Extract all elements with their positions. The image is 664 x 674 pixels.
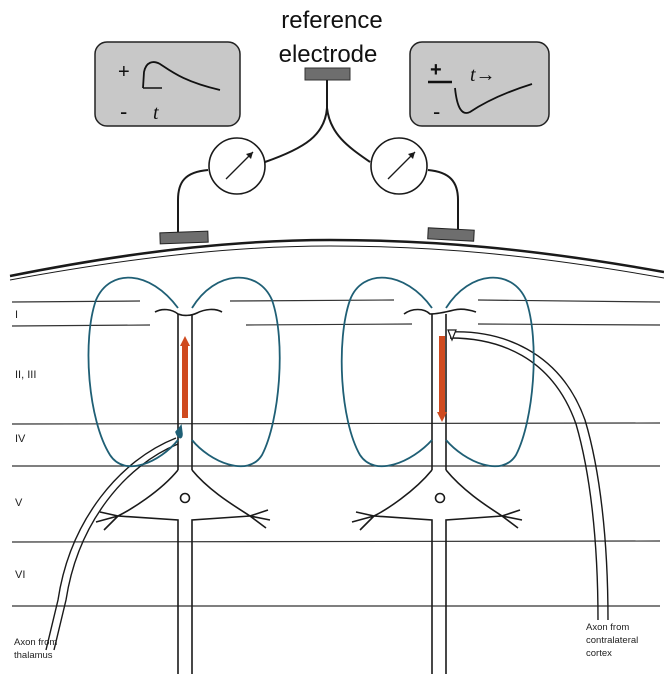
inset-right-plus: +	[430, 59, 442, 81]
field-right-outer-right	[445, 276, 535, 467]
scalp-electrode-left	[159, 230, 209, 245]
layer-label-vi: VI	[15, 569, 25, 581]
layer-labels: I II, III IV V VI	[15, 309, 36, 581]
field-lines	[87, 276, 535, 467]
inset-left-waveform	[142, 61, 221, 91]
neuron-left-soma	[117, 469, 251, 517]
inset-right-waveform	[454, 83, 533, 114]
axon-thalamus-inner	[53, 443, 179, 651]
axon-contralateral-line2: contralateral	[586, 635, 638, 646]
wire-ref-right	[326, 107, 371, 163]
contralateral-synapse	[447, 329, 457, 342]
layer-label-iv: IV	[15, 433, 26, 445]
meter-right-arrow-icon	[408, 152, 415, 159]
inset-right-time: t→	[470, 64, 496, 86]
field-right-outer-left	[340, 276, 433, 467]
axon-contralateral-line3: cortex	[586, 648, 612, 659]
inset-left: + - t	[94, 41, 241, 127]
neuron-right-apical-tuft	[403, 308, 477, 315]
axon-thalamus-label: Axon from thalamus	[14, 637, 57, 661]
neuron-left	[95, 308, 271, 674]
inset-left-time: t	[153, 102, 159, 124]
neuron-left-apical-tuft	[154, 308, 223, 317]
inset-left-plus: +	[118, 61, 130, 83]
axon-thalamus-line1: Axon from	[14, 637, 57, 648]
neuron-right-soma	[373, 469, 503, 517]
layer-label-i: I	[15, 309, 18, 321]
scalp-surface	[9, 238, 664, 278]
reference-label-line1: reference	[281, 7, 382, 34]
inset-right-box	[409, 41, 550, 127]
dipole-bar-right	[439, 336, 445, 416]
neuron-left-nucleus	[179, 492, 191, 504]
layer-label-ii-iii: II, III	[15, 369, 36, 381]
reference-electrode: reference electrode	[279, 7, 383, 81]
inset-left-minus: -	[120, 99, 127, 124]
neuron-right-nucleus	[434, 492, 446, 504]
neuron-left-basal-dendrites	[95, 509, 271, 531]
meter-left-dial	[208, 137, 266, 195]
dipole-bar-left	[182, 342, 188, 418]
boundary-v-vi	[11, 540, 661, 543]
inset-right: + - t→	[409, 41, 550, 127]
scalp-surface-inner	[9, 245, 664, 281]
field-left-outer-right	[191, 276, 281, 467]
field-left-outer-left	[87, 276, 179, 467]
electrode-wires	[177, 80, 459, 236]
wire-left-meter-electrode	[177, 169, 209, 236]
meter-left	[208, 137, 266, 195]
axon-contralateral-line1: Axon from	[586, 622, 629, 633]
layer-label-v: V	[15, 497, 23, 509]
meter-left-arrow-icon	[246, 152, 253, 159]
inset-left-box	[94, 41, 241, 127]
reference-label-line2: electrode	[279, 41, 378, 68]
boundary-i-ii	[11, 323, 661, 327]
neuron-right-basal-dendrites	[351, 509, 523, 531]
axon-contralateral-label: Axon from contralateral cortex	[586, 622, 638, 659]
axon-thalamus-outer	[45, 437, 177, 651]
scalp-electrode-right	[427, 227, 475, 242]
dipole-right-arrow-down-icon	[437, 412, 447, 422]
layer-boundaries	[11, 299, 661, 607]
neuron-right-axon	[373, 515, 503, 674]
dipole-left-arrow-up-icon	[180, 336, 190, 346]
boundary-iii-iv	[11, 422, 661, 425]
reference-electrode-plate	[304, 67, 351, 81]
axon-contralateral-inner	[449, 337, 599, 621]
axon-contralateral-outer	[449, 331, 609, 621]
axon-thalamus-line2: thalamus	[14, 650, 53, 661]
inset-right-minus: -	[433, 99, 440, 124]
wire-ref-left	[264, 80, 328, 163]
wire-right-meter-electrode	[427, 169, 459, 233]
meter-right-dial	[370, 137, 428, 195]
neuron-left-axon	[117, 515, 251, 674]
neuron-right	[351, 308, 523, 674]
meter-right	[370, 137, 428, 195]
neuron-left-synapse	[175, 424, 183, 439]
boundary-top	[11, 299, 661, 303]
